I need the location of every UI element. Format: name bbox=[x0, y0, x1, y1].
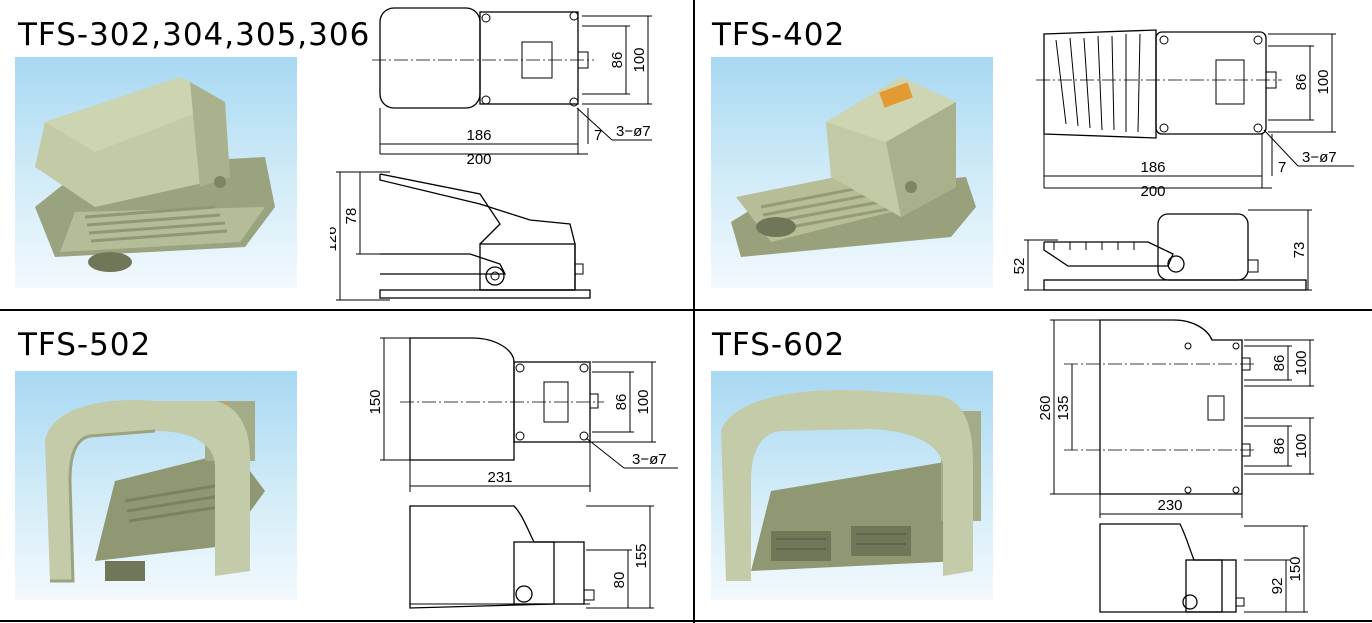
dim-150-tfs502: 150 bbox=[367, 389, 384, 414]
drawing-side-tfs602: 150 92 bbox=[1094, 518, 1314, 618]
dim-260-tfs602: 260 bbox=[1037, 395, 1054, 420]
dim-7-tfs402: 7 bbox=[1278, 159, 1286, 176]
dim-86-tfs502: 86 bbox=[613, 394, 630, 411]
horizontal-divider bbox=[0, 309, 1372, 311]
dim-186-tfs302: 186 bbox=[466, 127, 491, 144]
dim-200-tfs402: 200 bbox=[1140, 183, 1165, 200]
dim-86-tfs402: 86 bbox=[1293, 74, 1310, 91]
dim-86-upper-tfs602: 86 bbox=[1271, 355, 1288, 372]
drawing-side-tfs502: 155 80 bbox=[404, 500, 664, 616]
photo-tfs402 bbox=[711, 57, 993, 288]
dim-92-tfs602: 92 bbox=[1269, 578, 1286, 595]
dim-78-tfs302: 78 bbox=[343, 208, 360, 225]
dim-231-tfs502: 231 bbox=[487, 469, 512, 486]
title-tfs402: TFS-402 bbox=[712, 17, 846, 53]
drawing-side-tfs402: 52 73 bbox=[1008, 204, 1318, 296]
dim-holes-tfs302: 3−ø7 bbox=[616, 123, 651, 140]
title-tfs502: TFS-502 bbox=[18, 327, 152, 363]
drawing-top-tfs402: 86 100 186 200 7 3−ø7 bbox=[1036, 20, 1366, 200]
dim-135-tfs602: 135 bbox=[1055, 395, 1072, 420]
vertical-divider bbox=[693, 0, 695, 623]
bottom-rule bbox=[0, 620, 1372, 622]
dim-7-tfs302: 7 bbox=[594, 127, 602, 144]
dim-80-tfs502: 80 bbox=[611, 572, 628, 589]
dim-186-tfs402: 186 bbox=[1140, 159, 1165, 176]
dim-86-tfs302: 86 bbox=[609, 52, 626, 69]
dim-155-tfs502: 155 bbox=[633, 543, 650, 568]
drawing-top-tfs502: 150 86 100 231 3−ø7 bbox=[366, 332, 686, 494]
photo-tfs502 bbox=[15, 371, 297, 600]
dim-holes-tfs402: 3−ø7 bbox=[1302, 149, 1337, 166]
dim-126-tfs302: 126 bbox=[330, 226, 340, 251]
dim-100-tfs502: 100 bbox=[635, 389, 652, 414]
title-tfs302: TFS-302,304,305,306 bbox=[18, 17, 371, 53]
dim-100-lower-tfs602: 100 bbox=[1293, 433, 1310, 458]
title-tfs602: TFS-602 bbox=[712, 327, 846, 363]
dim-73-tfs402: 73 bbox=[1291, 242, 1308, 259]
photo-tfs602 bbox=[711, 371, 993, 600]
drawing-top-tfs302: 86 100 186 200 7 3−ø7 bbox=[372, 4, 662, 170]
dim-150-tfs602: 150 bbox=[1287, 556, 1304, 581]
dim-holes-tfs502: 3−ø7 bbox=[632, 451, 667, 468]
photo-tfs302 bbox=[15, 57, 297, 288]
dim-200-tfs302: 200 bbox=[466, 151, 491, 168]
dim-86-lower-tfs602: 86 bbox=[1271, 438, 1288, 455]
dim-100-upper-tfs602: 100 bbox=[1293, 350, 1310, 375]
drawing-side-tfs302: 126 78 bbox=[330, 164, 600, 304]
dim-230-tfs602: 230 bbox=[1157, 497, 1182, 514]
dim-52-tfs402: 52 bbox=[1011, 258, 1028, 275]
drawing-top-tfs602: 260 135 86 100 86 100 230 bbox=[1024, 314, 1364, 520]
dim-100-tfs402: 100 bbox=[1315, 69, 1332, 94]
dim-100-tfs302: 100 bbox=[631, 47, 648, 72]
